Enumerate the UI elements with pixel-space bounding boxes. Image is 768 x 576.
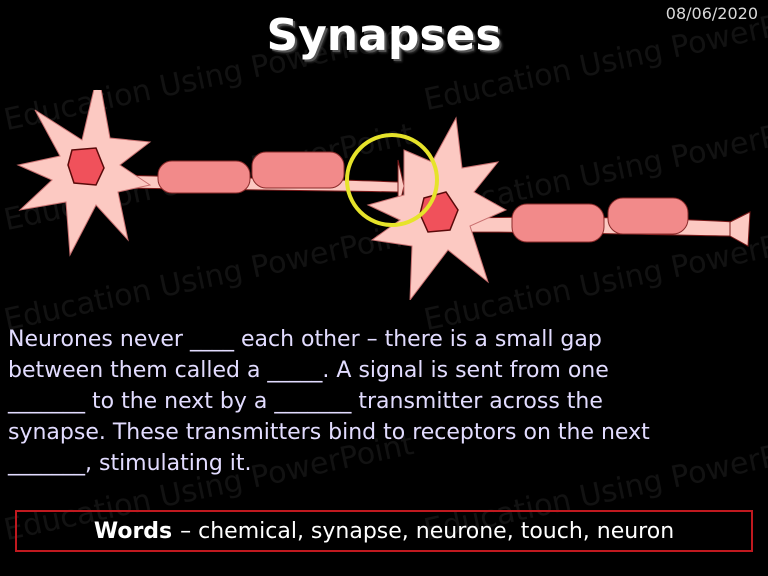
neurone-diagram [16,90,751,300]
paragraph-line: _______, stimulating it. [8,451,252,476]
slide-title: Synapses [266,10,502,61]
paragraph-line: between them called a _____. A signal is… [8,358,609,383]
axon-terminal-2 [729,211,751,247]
paragraph-line: synapse. These transmitters bind to rece… [8,420,650,445]
paragraph-line: _______ to the next by a _______ transmi… [8,389,603,414]
synapse-highlight-circle [345,133,439,227]
myelin-sheath [157,160,251,194]
myelin-sheath [511,203,605,243]
question-paragraph: Neurones never ____ each other – there i… [8,324,758,479]
slide-date: 08/06/2020 [665,4,758,23]
paragraph-line: Neurones never ____ each other – there i… [8,327,602,352]
myelin-sheath [251,151,345,189]
myelin-sheath [607,197,689,235]
word-bank-label: Words [93,518,173,544]
word-bank-list: – chemical, synapse, neurone, touch, neu… [180,518,675,544]
word-bank-box: Words – chemical, synapse, neurone, touc… [15,510,753,552]
nucleus-1 [67,147,105,186]
